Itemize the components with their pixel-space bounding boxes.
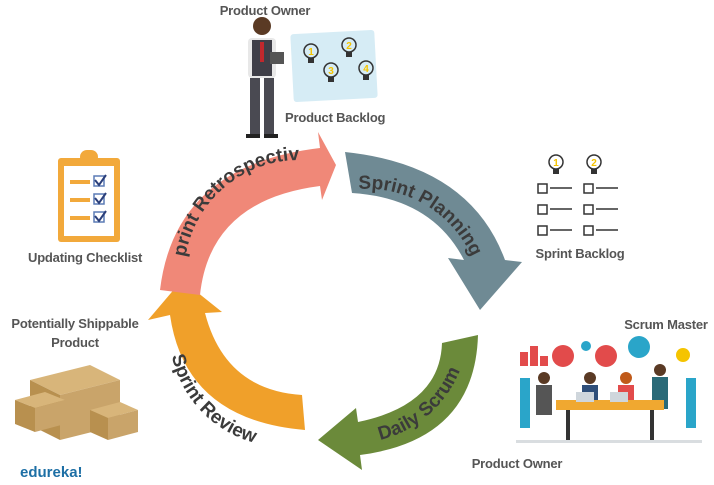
potentially-shippable-label-line1: Potentially Shippable — [11, 316, 139, 331]
gear-icon — [581, 341, 591, 351]
chat-bubble-icon — [628, 336, 650, 358]
svg-text:1: 1 — [553, 158, 559, 169]
lightbulb-icon: 2 — [341, 37, 357, 57]
product-backlog-label: Product Backlog — [285, 110, 386, 125]
svg-text:2: 2 — [591, 158, 597, 169]
lightbulb-icon: 4 — [358, 60, 374, 80]
sprint-backlog-label: Sprint Backlog — [535, 246, 625, 261]
checkbox-list-icon — [537, 183, 618, 236]
chat-bubble-icon — [595, 345, 617, 367]
svg-text:2: 2 — [346, 41, 352, 52]
lightbulb-icon: 1 — [548, 154, 564, 174]
product-owner-bottom-label: Product Owner — [471, 456, 563, 471]
daily-scrum-arrow — [318, 335, 478, 470]
product-owner-top-label: Product Owner — [219, 3, 311, 18]
scrum-master-label: Scrum Master — [624, 317, 708, 332]
potentially-shippable-label-line2: Product — [51, 335, 99, 350]
updating-checklist-label: Updating Checklist — [28, 250, 143, 265]
svg-text:3: 3 — [328, 66, 334, 77]
lightbulb-icon — [676, 348, 690, 362]
sprint-review-arrow — [148, 280, 305, 430]
svg-text:4: 4 — [363, 64, 369, 75]
lightbulb-icon: 1 — [303, 43, 319, 63]
sprint-planning-arrow — [345, 152, 522, 310]
edureka-logo: edureka! — [20, 464, 83, 481]
lightbulb-icon: 2 — [586, 154, 602, 174]
chat-bubble-icon — [552, 345, 574, 367]
lightbulb-icon: 3 — [323, 62, 339, 82]
sprint-retrospective-arrow — [160, 132, 336, 295]
svg-text:1: 1 — [308, 47, 314, 58]
